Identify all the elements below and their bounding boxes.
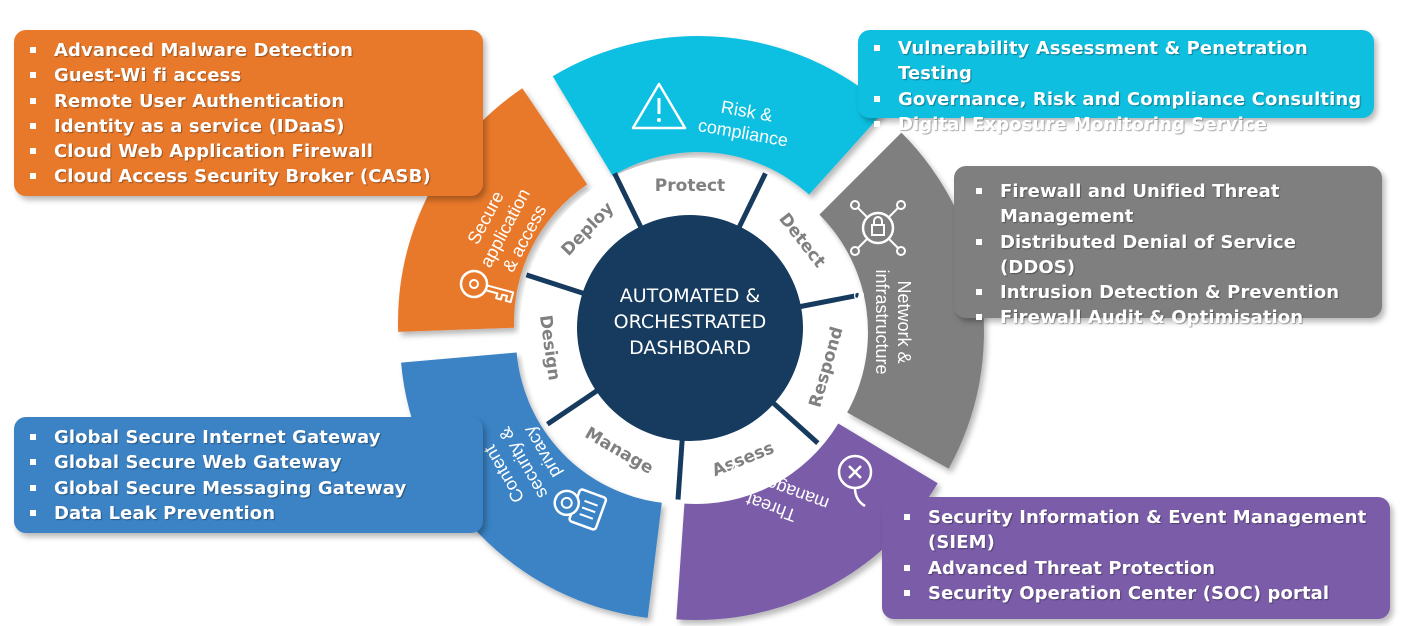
list-item: Remote User Authentication [14,89,483,114]
list-item: Cloud Web Application Firewall [14,139,483,164]
segment-label-line: Network & [894,280,914,363]
stage-separator [736,172,768,229]
outer-segments [397,36,984,620]
list-item: Firewall Audit & Optimisation [960,305,1382,330]
stage-separator [771,401,820,445]
stage-separator [675,439,685,500]
list-item: Distributed Denial of Service (DDOS) [960,230,1382,281]
secure-application-services-box: Advanced Malware Detection Guest-Wi fi a… [14,30,483,196]
segment-network [819,132,984,469]
list-item: Advanced Threat Protection [888,556,1390,581]
list-item: Guest-Wi fi access [14,63,483,88]
list-item: Global Secure Web Gateway [14,450,483,475]
warning-triangle-icon [631,82,687,130]
stage-label-protect: Protect [655,176,725,196]
segment-label-line: infrastructure [872,269,892,374]
network-lock-icon [850,200,906,256]
list-item: Digital Exposure Monitoring Service [858,112,1374,137]
segment-icons [459,82,906,531]
center-line-2: ORCHESTRATED [614,311,767,333]
segment-risk [552,36,887,195]
center-line-3: DASHBOARD [629,337,751,359]
segment-threat [676,423,938,620]
list-item: Governance, Risk and Compliance Consulti… [858,87,1374,112]
stage-separator [525,272,585,296]
list-item: Security Operation Center (SOC) portal [888,581,1390,606]
network-security-services-box: Firewall and Unified Threat Management D… [954,166,1382,328]
list-item: Advanced Malware Detection [14,38,483,63]
center-line-1: AUTOMATED & [620,285,761,307]
threat-management-services-box: Security Information & Event Management … [882,497,1390,619]
threat-target-icon [837,454,873,508]
list-item: Security Information & Event Management … [888,505,1390,556]
list-item: Vulnerability Assessment & Penetration T… [858,36,1374,87]
center-circle [577,215,803,441]
list-item: Global Secure Internet Gateway [14,425,483,450]
list-item: Global Secure Messaging Gateway [14,476,483,501]
stage-separator [799,292,860,310]
content-security-services-box: Global Secure Internet Gateway Global Se… [14,417,483,533]
list-item: Intrusion Detection & Prevention [960,280,1382,305]
risk-compliance-services-box: Vulnerability Assessment & Penetration T… [858,30,1374,135]
segment-secure [397,88,588,332]
list-item: Data Leak Prevention [14,501,483,526]
list-item: Cloud Access Security Broker (CASB) [14,164,483,189]
list-item: Identity as a service (IDaaS) [14,114,483,139]
center-hub: AUTOMATED & ORCHESTRATED DASHBOARD [577,215,803,441]
key-icon [459,269,515,304]
content-document-icon [553,488,608,531]
segment-label-line: security [850,291,870,353]
stage-separator [612,172,644,229]
list-item: Firewall and Unified Threat Management [960,179,1382,230]
stage-separator [546,388,599,427]
